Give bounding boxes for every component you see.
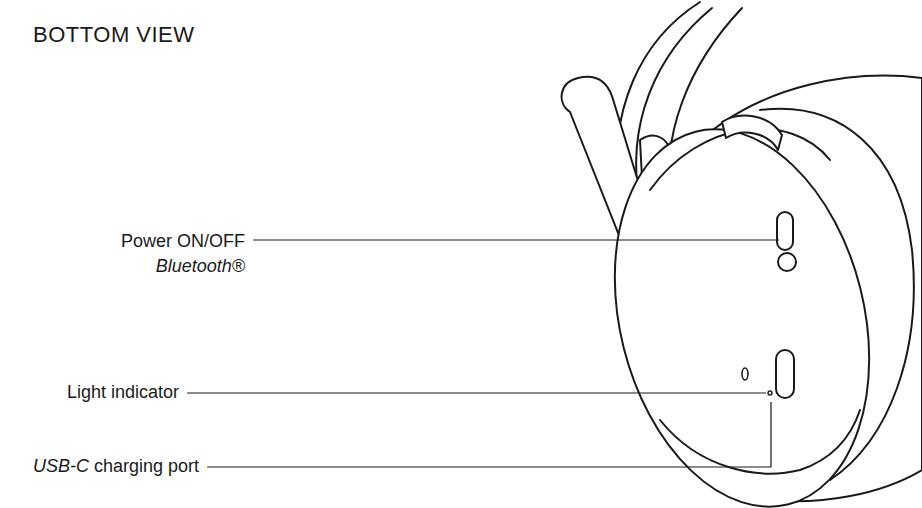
earcup-face <box>650 129 830 190</box>
leader-line <box>187 392 766 393</box>
earcup <box>577 102 907 508</box>
top-slider <box>722 116 782 150</box>
usb-c-port <box>776 350 794 398</box>
callout-label: Power ON/OFF <box>121 230 245 252</box>
light-indicator <box>768 391 772 395</box>
leader-line <box>207 402 771 467</box>
power-switch <box>777 212 793 250</box>
leader-line <box>253 239 779 240</box>
callout-label: Bluetooth® <box>156 255 245 277</box>
earcup-bottom-rim <box>660 410 860 473</box>
view-title: BOTTOM VIEW <box>33 22 195 48</box>
callout-label: Light indicator <box>67 381 179 403</box>
callout-label: USB-C charging port <box>33 455 199 477</box>
switch-knob <box>778 253 796 271</box>
microphone-hole <box>742 368 748 380</box>
